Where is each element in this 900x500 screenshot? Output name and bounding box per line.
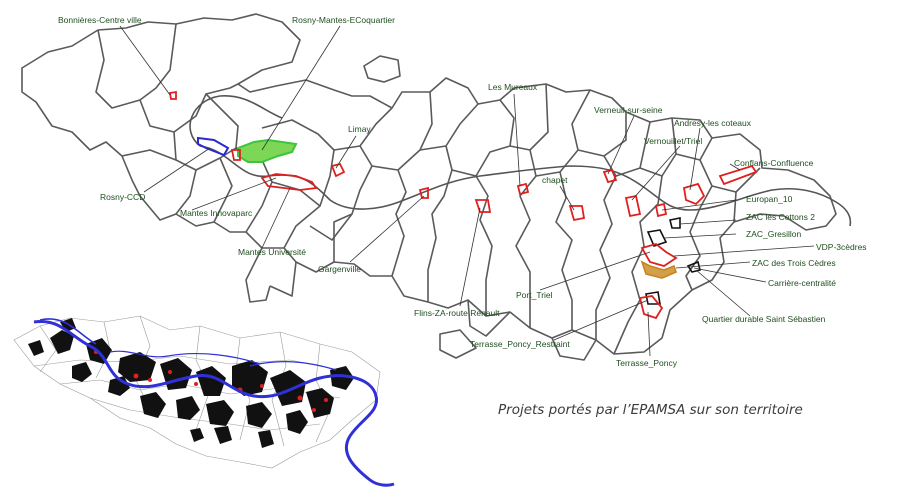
project-polygons (168, 90, 758, 320)
label-flins: Flins-ZA-route Renault (414, 308, 500, 318)
label-chapet: chapet (542, 175, 568, 185)
label-innovaparc: Mantes Innovaparc (180, 208, 253, 218)
project-andresy (682, 182, 706, 206)
label-st-sebastien: Quartier durable Saint Sébastien (702, 314, 826, 324)
leader-lines (119, 25, 815, 357)
label-conflans: Conflans-Confluence (734, 158, 814, 168)
label-vernouillet: Vernouillet/Triel (644, 136, 702, 146)
label-verneuil: Verneuil-sur-seine (594, 105, 663, 115)
project-cettons (669, 217, 681, 229)
label-trois-cedres: ZAC des Trois Cèdres (752, 258, 836, 268)
label-gresillon: ZAC_Gresillon (746, 229, 802, 239)
label-bonnieres: Bonnières-Centre ville (58, 15, 142, 25)
project-rosny-red (230, 149, 241, 161)
label-poncy-restraint: Terrasse_Poncy_Restraint (470, 339, 570, 349)
project-chapet (568, 205, 586, 222)
map-labels: Bonnières-Centre ville Rosny-Mantes-ECoq… (58, 15, 867, 368)
label-gargenville: Gargenville (318, 264, 361, 274)
inset-map (13, 315, 395, 487)
label-port-triel: Port_Triel (516, 290, 553, 300)
project-rosny-ecoquartier (237, 138, 298, 163)
label-mureaux: Les Mureaux (488, 82, 538, 92)
project-gresillon (646, 229, 668, 247)
project-vernouillet (624, 194, 642, 218)
commune-boundaries (21, 13, 852, 361)
label-europan: Europan_10 (746, 194, 793, 204)
project-gargenville (418, 186, 429, 199)
project-carriere (686, 260, 701, 273)
label-rosny-eco: Rosny-Mantes-ECoquartier (292, 15, 395, 25)
project-bonnieres (168, 90, 177, 100)
label-cettons: ZAC les Cettons 2 (746, 212, 815, 222)
map-caption: Projets portés par l’EPAMSA sur son terr… (498, 402, 803, 418)
label-vdp: VDP-3cèdres (816, 242, 867, 252)
project-limay (330, 162, 346, 178)
label-andresy: Andresy-les coteaux (674, 118, 752, 128)
project-poncy (638, 295, 664, 320)
project-flins (474, 199, 492, 213)
label-rosny-ccd: Rosny-CCD (100, 192, 145, 202)
label-universite: Mantes Université (238, 247, 306, 257)
project-trois-cedres (640, 260, 677, 279)
project-innovaparc (260, 173, 318, 191)
project-mureaux (516, 182, 530, 196)
project-europan (654, 202, 668, 218)
project-vdp (640, 243, 678, 267)
project-conflans (718, 164, 758, 186)
label-poncy: Terrasse_Poncy (616, 358, 678, 368)
project-rosny-ccd (197, 136, 230, 157)
label-carriere: Carrière-centralité (768, 278, 836, 288)
label-limay: Limay (348, 124, 371, 134)
